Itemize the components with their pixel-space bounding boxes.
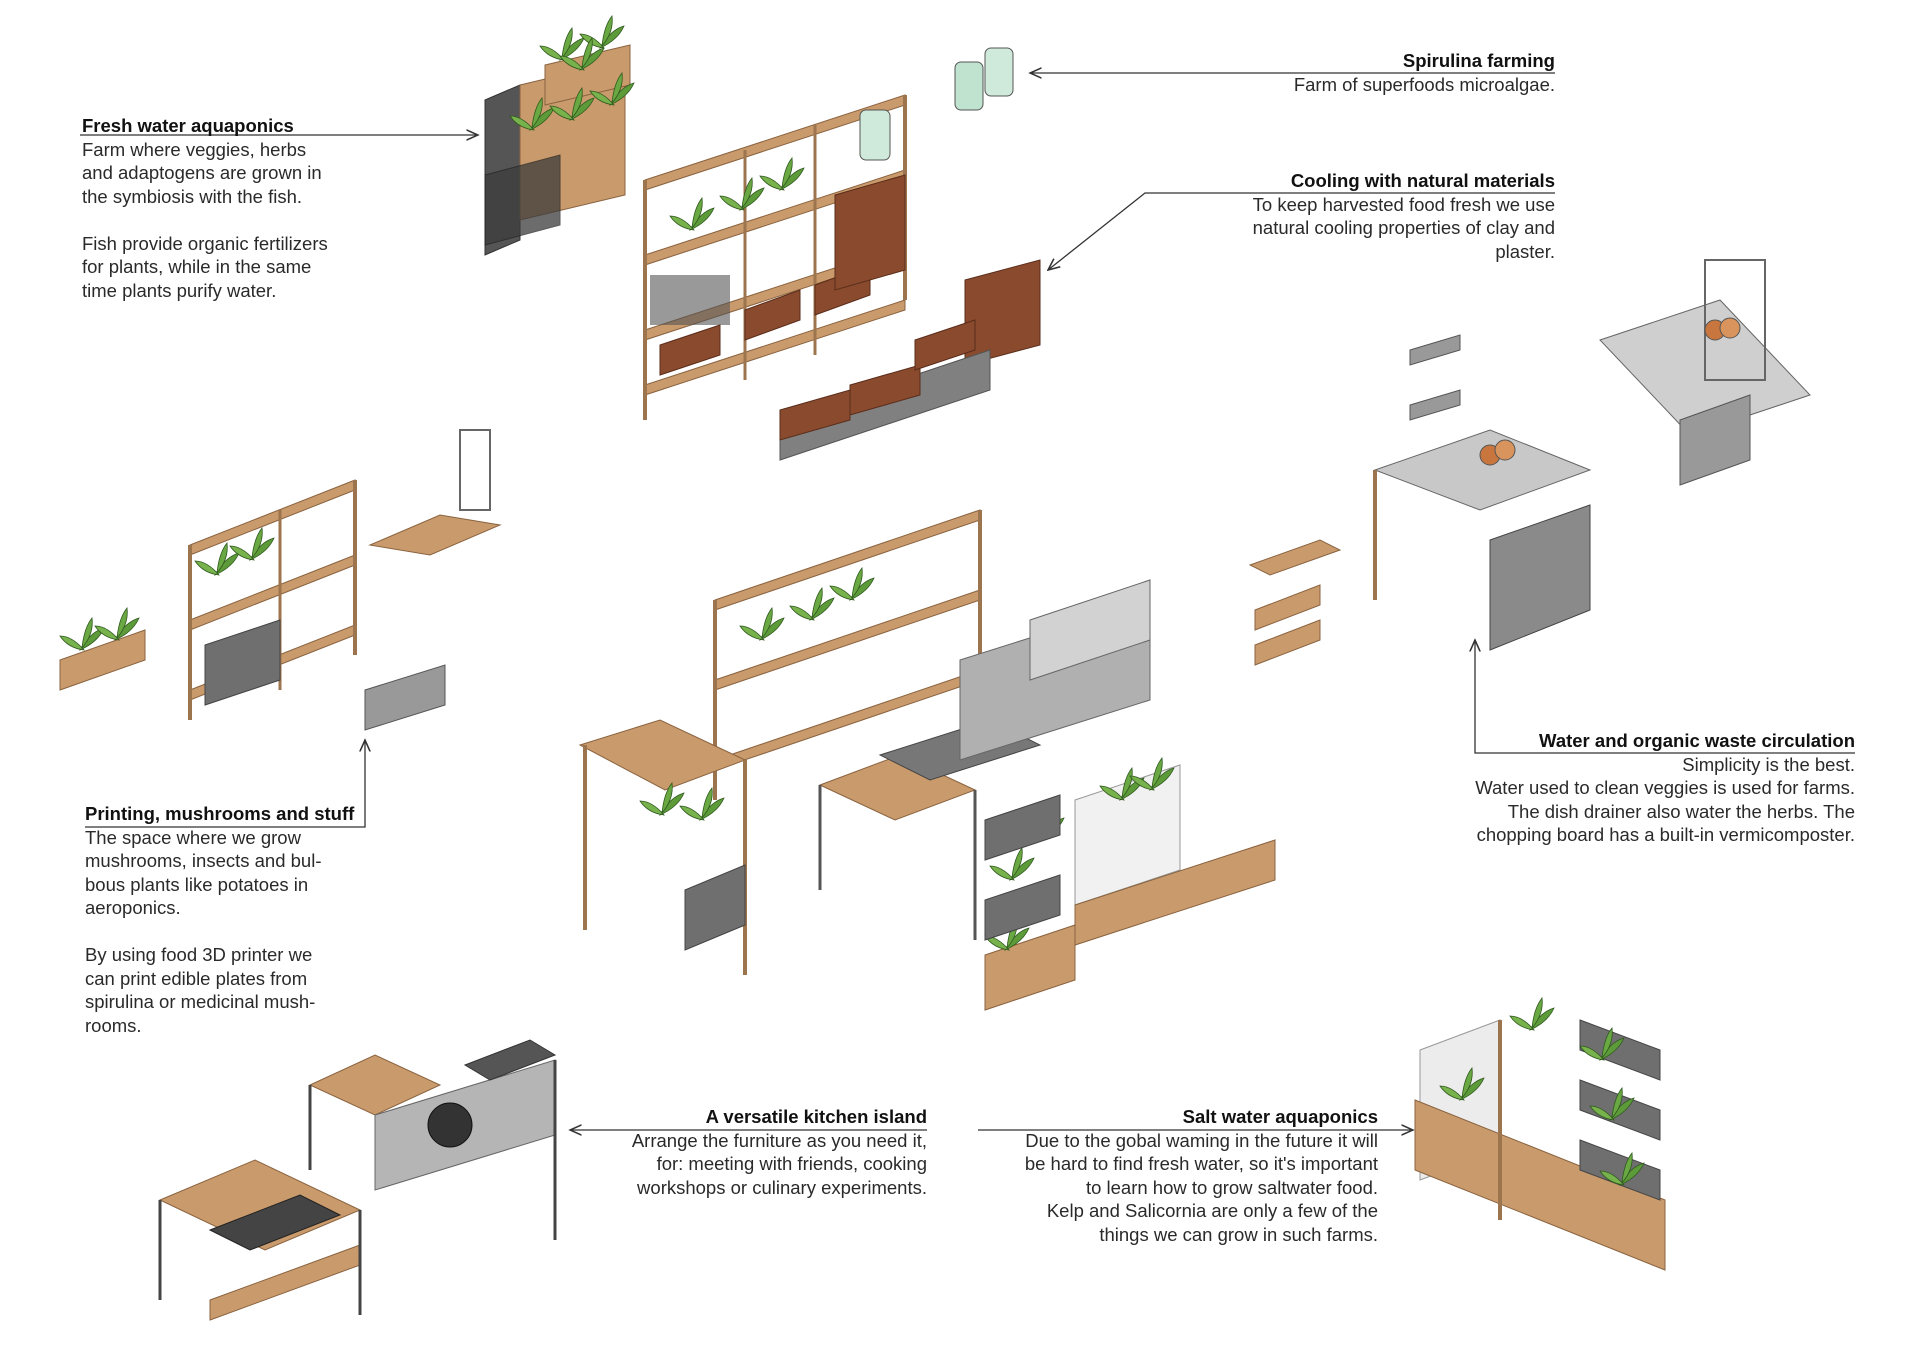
annotation-body: The space where we grow mushrooms, insec… [85, 826, 322, 1036]
spirulina-jars-illustration [954, 47, 1014, 111]
annotation-spirulina-farming: Spirulina farming Farm of superfoods mic… [1180, 49, 1555, 96]
salt-water-aquaponics-illustration [1414, 997, 1666, 1271]
annotation-body: Arrange the furniture as you need it, fo… [631, 1129, 927, 1198]
leader-lines [80, 73, 1855, 1130]
fresh-water-aquaponics-illustration [484, 15, 635, 256]
printing-shelving-illustration [59, 429, 502, 731]
annotation-body: Farm of superfoods microalgae. [1293, 73, 1555, 95]
annotation-title: Spirulina farming [1402, 50, 1555, 71]
annotation-title: Fresh water aquaponics [82, 115, 294, 136]
annotation-cooling-natural-materials: Cooling with natural materials To keep h… [1150, 169, 1555, 263]
annotation-body: To keep harvested food fresh we use natu… [1252, 193, 1555, 262]
annotation-title: Water and organic waste circulation [1539, 730, 1855, 751]
annotation-title: Cooling with natural materials [1290, 170, 1555, 191]
annotation-body: Due to the gobal waming in the future it… [1024, 1129, 1378, 1245]
annotation-water-organic-waste: Water and organic waste circulation Simp… [1395, 729, 1855, 847]
annotation-kitchen-island: A versatile kitchen island Arrange the f… [562, 1105, 927, 1199]
annotation-fresh-water-aquaponics: Fresh water aquaponics Farm where veggie… [82, 114, 402, 302]
annotation-salt-water-aquaponics: Salt water aquaponics Due to the gobal w… [958, 1105, 1378, 1246]
annotation-body: Farm where veggies, herbs and adaptogens… [82, 138, 328, 301]
annotation-title: Salt water aquaponics [1182, 1106, 1378, 1127]
annotation-body: Simplicity is the best. Water used to cl… [1475, 753, 1855, 846]
annotation-title: Printing, mushrooms and stuff [85, 803, 355, 824]
top-shelving-illustration [643, 94, 907, 420]
central-kitchen-illustration [578, 509, 1276, 1011]
annotation-title: A versatile kitchen island [705, 1106, 927, 1127]
sink-module-illustration [1248, 259, 1811, 666]
clay-cooling-boxes-illustration [779, 259, 1041, 461]
kitchen-island-illustration [158, 1039, 557, 1321]
annotation-printing-mushrooms: Printing, mushrooms and stuff The space … [85, 802, 385, 1037]
